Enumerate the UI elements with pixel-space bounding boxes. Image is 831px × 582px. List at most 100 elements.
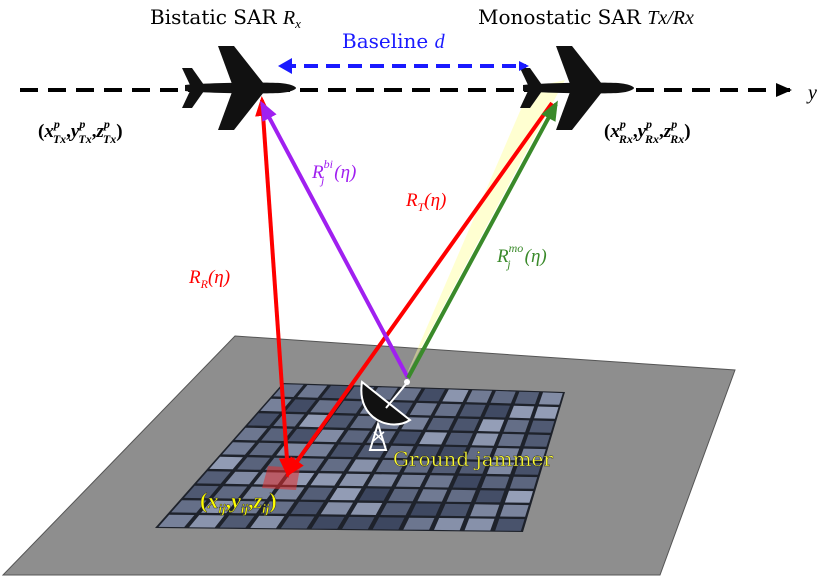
- grid-cell: [486, 462, 515, 475]
- grid-cell: [219, 515, 255, 528]
- title-monostatic: Monostatic SAR Tx/Rx: [478, 5, 694, 29]
- grid-cell: [171, 500, 207, 513]
- grid-cell: [409, 402, 438, 416]
- grid-cell: [380, 503, 412, 516]
- grid-cell: [222, 442, 256, 455]
- grid-cell: [367, 474, 398, 487]
- grid-cell: [471, 433, 499, 446]
- r-mo-path: [406, 100, 558, 379]
- grid-cell: [330, 444, 361, 457]
- grid-cell: [464, 518, 495, 531]
- grid-cell: [529, 420, 555, 433]
- grid-cell: [310, 473, 343, 486]
- grid-cell: [503, 419, 530, 433]
- r-t-label: RT(η): [405, 190, 446, 214]
- grid-cell: [392, 431, 422, 444]
- grid-cell: [196, 471, 231, 484]
- r-r-label: RR(η): [188, 267, 230, 291]
- grid-cell: [498, 433, 525, 447]
- grid-cell: [201, 500, 236, 514]
- grid-cell: [470, 504, 500, 517]
- baseline-label: Baseline d: [342, 29, 446, 53]
- grid-cell: [417, 489, 448, 502]
- grid-cell: [418, 388, 445, 402]
- grid-cell: [495, 518, 525, 531]
- grid-cell: [297, 385, 328, 398]
- grid-cell: [509, 405, 535, 419]
- grid-cell: [320, 502, 353, 515]
- grid-cell: [434, 518, 465, 531]
- grid-cell: [242, 486, 276, 500]
- grid-cell: [260, 501, 295, 514]
- grid-cell: [442, 389, 469, 402]
- target-patch: [262, 466, 300, 490]
- ground-jammer-icon: [360, 379, 412, 451]
- grid-cell: [524, 434, 550, 447]
- grid-cell: [514, 391, 540, 405]
- grid-cell: [329, 488, 362, 501]
- grid-cell: [303, 443, 335, 457]
- grid-cell: [290, 501, 324, 515]
- grid-cell: [287, 429, 319, 442]
- grid-cell: [419, 432, 448, 445]
- monostatic-aircraft-icon: [520, 46, 634, 130]
- grid-cell: [445, 432, 473, 446]
- grid-cell: [459, 461, 488, 474]
- grid-cell: [311, 516, 345, 529]
- title-bistatic: Bistatic SAR Rx: [150, 5, 301, 31]
- grid-cell: [189, 515, 225, 528]
- grid-cell: [403, 460, 433, 473]
- grid-cell: [357, 445, 388, 458]
- grid-cell: [225, 471, 259, 485]
- r-r-path: [255, 96, 295, 478]
- grid-cell: [446, 489, 476, 502]
- grid-cell: [490, 390, 516, 404]
- grid-cell: [426, 417, 455, 431]
- grid-cell: [300, 487, 333, 500]
- grid-cell: [158, 514, 195, 528]
- bistatic-aircraft-icon: [182, 46, 296, 130]
- grid-cell: [504, 490, 533, 503]
- grid-cell: [431, 461, 461, 474]
- grid-cell: [209, 456, 243, 470]
- grid-cell: [350, 502, 383, 515]
- grid-cell: [459, 404, 486, 417]
- grid-cell: [271, 487, 305, 500]
- target-coordinates: (xij,yij,zij): [200, 488, 277, 516]
- grid-cell: [280, 516, 315, 529]
- grid-cell: [438, 446, 467, 460]
- grid-cell: [324, 415, 355, 428]
- grid-cell: [509, 476, 538, 489]
- grid-cell: [335, 400, 365, 414]
- grid-cell: [231, 501, 266, 514]
- baseline-arrowhead-left: [278, 58, 292, 74]
- grid-cell: [213, 486, 248, 499]
- grid-cell: [339, 473, 371, 487]
- grid-cell: [359, 488, 391, 501]
- ground-jammer-label: Ground jammer: [393, 447, 553, 471]
- grid-cell: [514, 462, 542, 475]
- grid-cell: [478, 419, 505, 432]
- grid-cell: [466, 390, 493, 403]
- grid-cell: [313, 429, 345, 443]
- grid-cell: [492, 448, 520, 461]
- grid-cell: [372, 517, 405, 530]
- grid-cell: [500, 504, 529, 517]
- grid-cell: [534, 406, 559, 419]
- grid-cell: [388, 488, 419, 502]
- axis-y-label: y: [806, 82, 817, 104]
- grid-cell: [348, 459, 379, 472]
- grid-cell: [465, 447, 493, 460]
- grid-cell: [340, 430, 371, 443]
- grid-cell: [384, 445, 414, 459]
- grid-cell: [538, 392, 563, 405]
- grid-cell: [434, 403, 462, 417]
- grid-cell: [184, 485, 219, 499]
- grid-cell: [250, 515, 285, 529]
- grid-cell: [475, 490, 505, 503]
- grid-cell: [484, 405, 510, 418]
